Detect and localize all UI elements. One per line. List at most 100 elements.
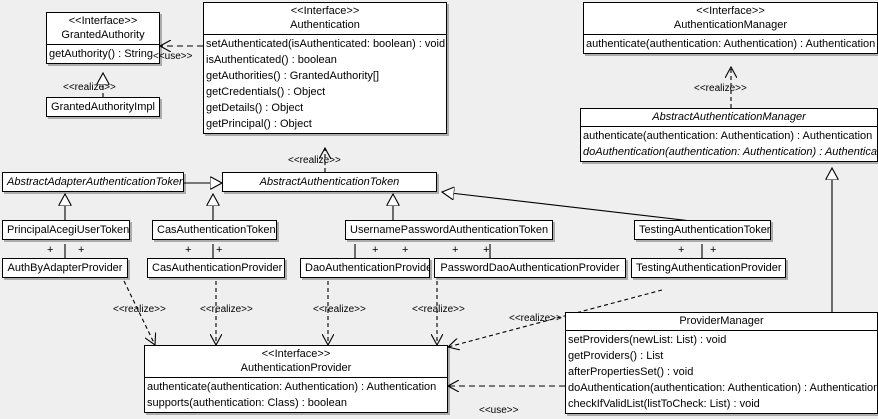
class-testing-authentication-token[interactable]: TestingAuthenticationToken [634, 220, 771, 240]
class-granted-authority-impl[interactable]: GrantedAuthorityImpl [46, 97, 160, 117]
class-name: DaoAuthenticationProvider [305, 262, 429, 274]
class-header: PasswordDaoAuthenticationProvider [435, 259, 625, 277]
class-name: AuthByAdapterProvider [7, 262, 123, 274]
class-username-password-authentication-token[interactable]: UsernamePasswordAuthenticationToken [345, 220, 553, 240]
association-adornment-plus: + [710, 244, 717, 256]
edge-realize-auth-by-adapter-provider [123, 280, 155, 345]
class-name: TestingAuthenticationProvider [636, 262, 782, 274]
edge-label-realize-abstract-authentication-manager: <<realize>> [694, 83, 747, 94]
methods-compartment: setProviders(newList: List) : void getPr… [566, 331, 877, 413]
class-dao-authentication-provider[interactable]: DaoAuthenticationProvider [300, 258, 430, 278]
class-name: UsernamePasswordAuthenticationToken [350, 224, 549, 236]
class-header: GrantedAuthorityImpl [47, 98, 159, 116]
method-item: setProviders(newList: List) : void [568, 334, 727, 346]
class-password-dao-authentication-provider[interactable]: PasswordDaoAuthenticationProvider [434, 258, 626, 278]
class-header: ProviderManager [566, 313, 877, 330]
class-header: AuthByAdapterProvider [3, 259, 127, 277]
class-authentication-provider[interactable]: <<Interface>> AuthenticationProvider aut… [144, 345, 448, 413]
stereotype-label: <<Interface>> [290, 5, 360, 17]
method-item: isAuthenticated() : boolean [206, 54, 337, 66]
compartment-divider [584, 34, 877, 35]
class-authentication[interactable]: <<Interface>> Authentication setAuthenti… [203, 2, 447, 134]
class-provider-manager[interactable]: ProviderManager setProviders(newList: Li… [565, 312, 878, 414]
class-name: PasswordDaoAuthenticationProvider [440, 262, 620, 274]
class-granted-authority[interactable]: <<Interface>> GrantedAuthority getAuthor… [46, 12, 160, 64]
class-cas-authentication-provider[interactable]: CasAuthenticationProvider [147, 258, 285, 278]
association-adornment-plus: + [216, 244, 223, 256]
class-name: TestingAuthenticationToken [639, 224, 770, 236]
method-item: getAuthority() : String [49, 48, 153, 60]
class-abstract-adapter-authentication-token[interactable]: AbstractAdapterAuthenticationToken [2, 172, 184, 192]
class-testing-authentication-provider[interactable]: TestingAuthenticationProvider [631, 258, 786, 278]
method-item: afterPropertiesSet() : void [568, 366, 694, 378]
method-item: doAuthentication(authentication: Authent… [583, 146, 877, 158]
stereotype-label: <<Interface>> [696, 5, 765, 17]
class-abstract-authentication-manager[interactable]: AbstractAuthenticationManager authentica… [580, 108, 878, 162]
compartment-divider [566, 330, 877, 331]
association-adornment-plus: + [78, 244, 85, 256]
stereotype-label: <<Interface>> [261, 348, 331, 360]
class-abstract-authentication-token[interactable]: AbstractAuthenticationToken [222, 172, 437, 192]
class-header: <<Interface>> Authentication [204, 3, 446, 34]
class-name: CasAuthenticationToken [157, 224, 276, 236]
method-item: getProviders() : List [568, 350, 664, 362]
class-header: UsernamePasswordAuthenticationToken [346, 221, 552, 239]
edge-label-realize-password-dao-authentication-provider: <<realize>> [412, 304, 465, 315]
method-item: authenticate(authentication: Authenticat… [586, 38, 876, 50]
method-item: setAuthenticated(isAuthenticated: boolea… [206, 38, 446, 50]
association-adornment-plus: + [402, 244, 409, 256]
edge-label-use-provider-manager: <<use>> [479, 405, 519, 416]
edge-label-realize-dao-authentication-provider: <<realize>> [313, 304, 366, 315]
association-adornment-plus: + [47, 244, 54, 256]
class-name: PrincipalAcegiUserToken [7, 224, 129, 236]
compartment-divider [145, 377, 447, 378]
class-name: CasAuthenticationProvider [152, 262, 283, 274]
method-item: checkIfValidList(listToCheck: List) : vo… [568, 398, 760, 410]
edge-label-realize-auth-by-adapter-provider: <<realize>> [113, 304, 166, 315]
method-item: authenticate(authentication: Authenticat… [583, 130, 873, 142]
method-item: doAuthentication(authentication: Authent… [568, 382, 877, 394]
class-name: Authentication [290, 19, 360, 31]
class-name: AbstractAdapterAuthenticationToken [7, 176, 183, 188]
method-item: getAuthorities() : GrantedAuthority[] [206, 70, 380, 82]
class-header: TestingAuthenticationToken [635, 221, 770, 239]
class-auth-by-adapter-provider[interactable]: AuthByAdapterProvider [2, 258, 128, 278]
method-item: authenticate(authentication: Authenticat… [147, 381, 437, 393]
method-item: getCredentials() : Object [206, 86, 326, 98]
class-principal-acegi-user-token[interactable]: PrincipalAcegiUserToken [2, 220, 130, 240]
association-adornment-plus: + [452, 244, 459, 256]
class-name: ProviderManager [679, 315, 764, 327]
edge-realize-testing-authentication-provider [448, 289, 663, 347]
edge-label-use-granted-authority: <<use>> [153, 51, 193, 62]
class-header: <<Interface>> GrantedAuthority [47, 13, 159, 44]
stereotype-label: <<Interface>> [68, 15, 138, 27]
class-header: TestingAuthenticationProvider [632, 259, 785, 277]
methods-compartment: setAuthenticated(isAuthenticated: boolea… [204, 35, 446, 133]
methods-compartment: authenticate(authentication: Authenticat… [581, 127, 877, 161]
edge-label-realize-granted-authority-impl: <<realize>> [63, 82, 116, 93]
association-adornment-plus: + [483, 244, 490, 256]
edge-generalize-testing-authentication-token [442, 192, 701, 223]
class-header: <<Interface>> AuthenticationProvider [145, 346, 447, 377]
class-name: AbstractAuthenticationManager [652, 111, 806, 123]
methods-compartment: authenticate(authentication: Authenticat… [145, 378, 447, 412]
method-item: supports(authentication: Class) : boolea… [147, 397, 347, 409]
class-header: AbstractAuthenticationManager [581, 109, 877, 126]
compartment-divider [204, 34, 446, 35]
association-adornment-plus: + [185, 244, 192, 256]
association-adornment-plus: + [372, 244, 379, 256]
class-header: CasAuthenticationToken [153, 221, 276, 239]
class-header: AbstractAuthenticationToken [223, 173, 436, 191]
class-header: CasAuthenticationProvider [148, 259, 284, 277]
class-header: AbstractAdapterAuthenticationToken [3, 173, 183, 191]
class-name: GrantedAuthorityImpl [51, 101, 155, 113]
class-cas-authentication-token[interactable]: CasAuthenticationToken [152, 220, 277, 240]
class-authentication-manager[interactable]: <<Interface>> AuthenticationManager auth… [583, 2, 878, 54]
method-item: getDetails() : Object [206, 102, 304, 114]
class-name: AuthenticationManager [673, 19, 788, 31]
method-item: getPrincipal() : Object [206, 118, 312, 130]
edge-label-realize-abstract-authentication-token: <<realize>> [288, 155, 341, 166]
edge-label-realize-cas-authentication-provider: <<realize>> [200, 304, 253, 315]
